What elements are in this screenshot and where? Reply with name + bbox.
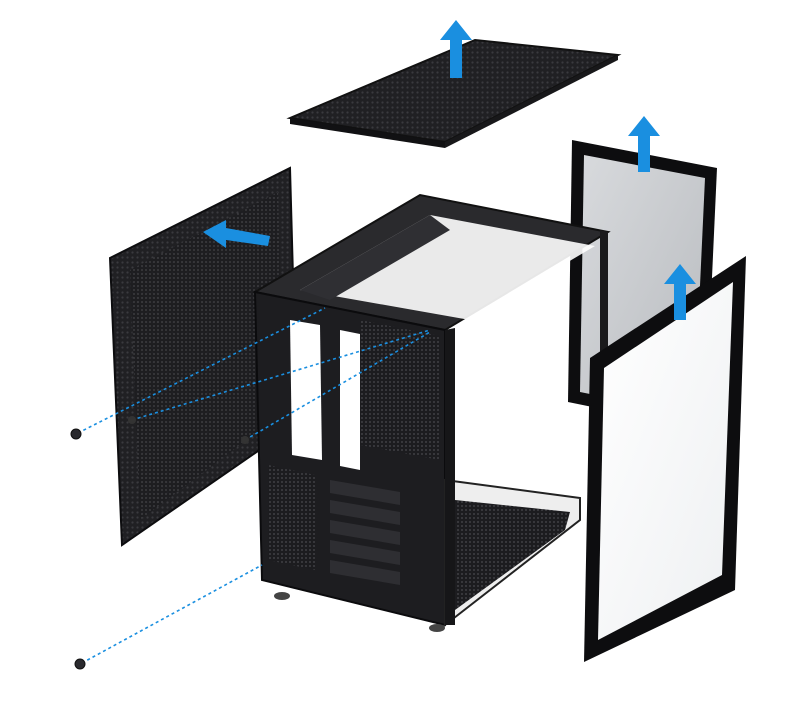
expansion-slots [330, 480, 400, 585]
top-mesh-panel [286, 38, 622, 148]
case-chassis [252, 193, 611, 632]
arrow-up-icon [628, 116, 660, 172]
thumb-screw-upper [70, 428, 82, 440]
arrow-up-icon [664, 264, 696, 320]
arrow-left-icon [203, 220, 270, 248]
side-panel-screw [128, 416, 249, 444]
arrow-up-icon [440, 20, 472, 78]
screw-guide-lines [77, 307, 431, 664]
front-tempered-glass-panel [584, 256, 746, 662]
thumb-screw-lower [74, 658, 86, 670]
